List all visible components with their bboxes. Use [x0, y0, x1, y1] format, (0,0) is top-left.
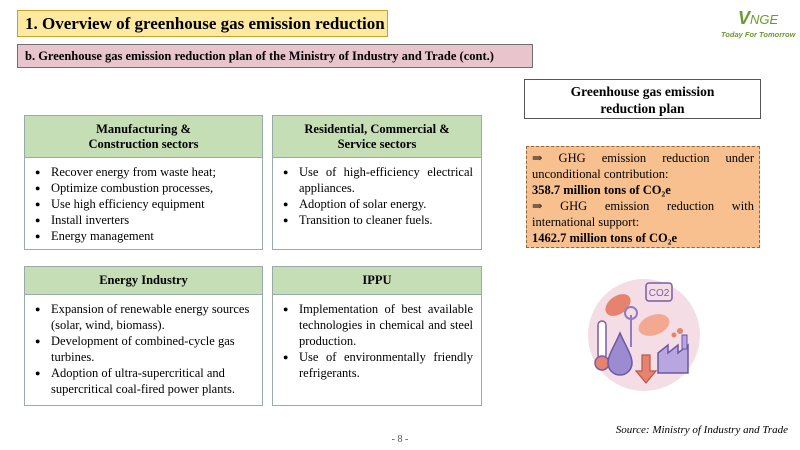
company-logo: VNGE Today For Tomorrow — [716, 8, 796, 42]
co2-label: CO2 — [649, 288, 670, 299]
leaf-icon — [638, 314, 670, 336]
list-item: Development of combined-cycle gas turbin… — [35, 333, 254, 365]
sector-card-ippu: IPPU Implementation of best available te… — [272, 266, 482, 406]
co2-badge-icon — [645, 282, 673, 302]
co2-emission-illustration: CO2 — [584, 275, 704, 395]
page-title: 1. Overview of greenhouse gas emission r… — [17, 10, 388, 37]
sector-measure-list: Implementation of best available technol… — [273, 295, 481, 381]
plan-line-international: ⇒ GHG emission reduction with internatio… — [532, 199, 754, 229]
section-subtitle: b. Greenhouse gas emission reduction pla… — [17, 44, 533, 68]
list-item: Implementation of best available technol… — [283, 301, 473, 349]
list-item: Transition to cleaner fuels. — [283, 212, 473, 228]
sector-card-title: Energy Industry — [25, 267, 262, 295]
windmill-icon — [624, 306, 638, 320]
leaf-icon — [605, 294, 631, 316]
list-item: Install inverters — [35, 212, 254, 228]
list-item: Recover energy from waste heat; — [35, 164, 254, 180]
list-item: Energy management — [35, 228, 254, 244]
sector-card-title: Residential, Commercial & Service sector… — [273, 116, 481, 158]
arrow-down-icon — [634, 354, 658, 384]
sector-measure-list: Recover energy from waste heat; Optimize… — [25, 158, 262, 244]
list-item: Use high efficiency equipment — [35, 196, 254, 212]
factory-icon — [657, 343, 689, 374]
sector-measure-list: Use of high-efficiency electrical applia… — [273, 158, 481, 228]
sector-card-manufacturing: Manufacturing & Construction sectors Rec… — [24, 115, 263, 250]
sector-measure-list: Expansion of renewable energy sources (s… — [25, 295, 262, 397]
logo-tagline: Today For Tomorrow — [721, 30, 796, 39]
plan-value-international: 1462.7 million tons of CO₂e — [532, 231, 678, 245]
list-item: Use of environmentally friendly refriger… — [283, 349, 473, 381]
list-item: Expansion of renewable energy sources (s… — [35, 301, 254, 333]
plan-summary-box: ⇒ GHG emission reduction under unconditi… — [526, 146, 760, 248]
sector-card-title: Manufacturing & Construction sectors — [25, 116, 262, 158]
source-note: Source: Ministry of Industry and Trade — [615, 424, 788, 436]
thermometer-icon — [597, 320, 607, 360]
sector-card-energy-industry: Energy Industry Expansion of renewable e… — [24, 266, 263, 406]
water-drop-icon — [607, 331, 633, 376]
page-number: - 8 - — [391, 434, 409, 445]
logo-mark: VNGE — [738, 8, 779, 28]
list-item: Adoption of solar energy. — [283, 196, 473, 212]
sector-card-title: IPPU — [273, 267, 481, 295]
plan-line-unconditional: ⇒ GHG emission reduction under unconditi… — [532, 151, 754, 181]
list-item: Use of high-efficiency electrical applia… — [283, 164, 473, 196]
list-item: Adoption of ultra-supercritical and supe… — [35, 365, 254, 397]
sector-card-residential: Residential, Commercial & Service sector… — [272, 115, 482, 250]
plan-title-box: Greenhouse gas emission reduction plan — [524, 79, 761, 119]
plan-value-unconditional: 358.7 million tons of CO₂e — [532, 183, 671, 197]
list-item: Optimize combustion processes, — [35, 180, 254, 196]
